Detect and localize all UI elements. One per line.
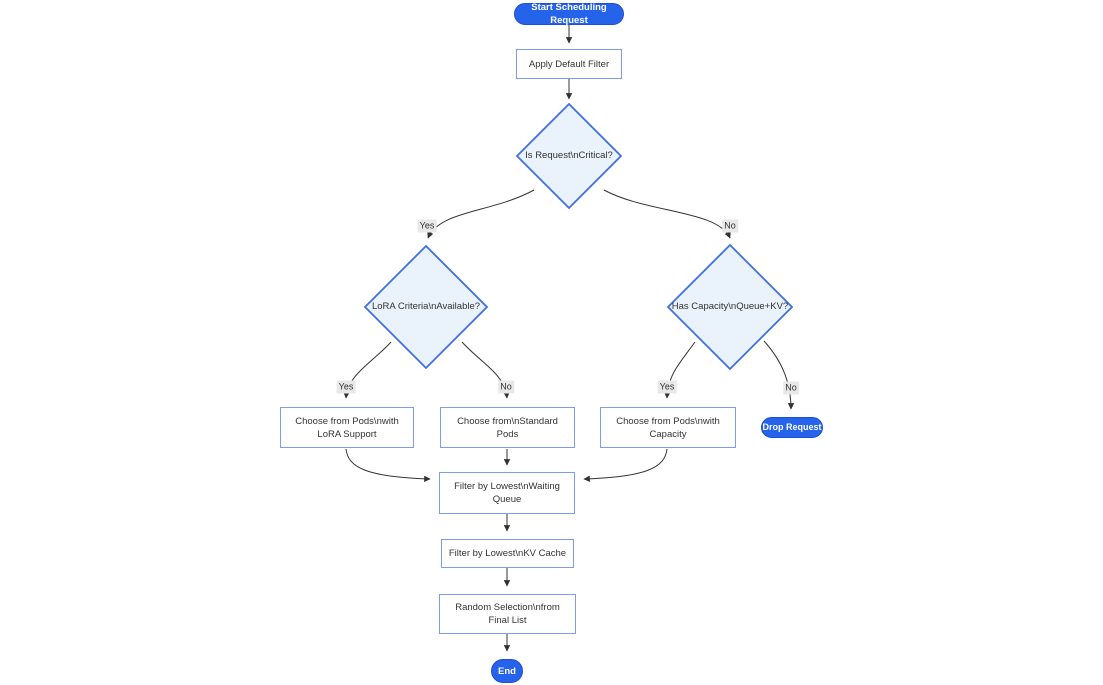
node-choose-standard-pods-line1: Choose from\nStandard	[457, 415, 558, 427]
edge-is-critical-yes	[427, 189, 535, 239]
node-start: Start Scheduling Request	[514, 2, 624, 26]
node-drop-request-label: Drop Request	[762, 422, 822, 432]
node-filter-waiting-queue-line2: Queue	[492, 494, 522, 505]
node-drop-request: Drop Request	[761, 417, 823, 438]
edge-label-lora-no: No	[498, 380, 514, 394]
edge-choose-lora-to-filter-queue	[345, 448, 431, 483]
edge-label-critical-yes: Yes	[417, 219, 437, 233]
node-filter-kv-cache-label: Filter by Lowest\nKV Cache	[448, 548, 567, 559]
node-choose-standard-pods: Choose from\nStandard Pods	[440, 407, 575, 448]
node-end-label: End	[498, 665, 516, 677]
edge-capacity-no	[763, 340, 795, 410]
node-random-selection: Random Selection\nfrom Final List	[439, 594, 576, 634]
edge-label-critical-no: No	[722, 219, 738, 233]
node-apply-default-filter-label: Apply Default Filter	[528, 58, 610, 70]
node-choose-lora-pods: Choose from Pods\nwith LoRA Support	[280, 407, 414, 448]
node-has-capacity-label: Has Capacity\nQueue+KV?	[671, 301, 789, 312]
node-start-label: Start Scheduling Request	[531, 2, 607, 26]
edge-label-lora-yes: Yes	[336, 380, 356, 394]
node-choose-lora-pods-line1: Choose from Pods\nwith	[295, 415, 399, 427]
edge-is-critical-no	[603, 189, 731, 239]
node-choose-capacity-pods-line1: Choose from Pods\nwith	[616, 415, 720, 427]
edge-choose-capacity-to-filter-queue	[583, 448, 668, 483]
node-apply-default-filter: Apply Default Filter	[516, 49, 622, 79]
node-is-critical-label: Is Request\nCritical?	[525, 150, 613, 161]
node-end: End	[491, 659, 523, 683]
edge-label-capacity-yes: Yes	[657, 380, 677, 394]
decision-has-capacity-shape	[666, 243, 794, 371]
node-choose-capacity-pods-line2: Capacity	[649, 428, 687, 440]
node-choose-capacity-pods: Choose from Pods\nwith Capacity	[600, 407, 736, 448]
node-random-selection-line1: Random Selection\nfrom	[455, 602, 560, 613]
decision-is-critical-shape	[515, 102, 623, 210]
decision-lora-available-shape	[363, 244, 489, 370]
node-random-selection-line2: Final List	[488, 615, 527, 626]
node-choose-standard-pods-line2: Pods	[496, 428, 519, 440]
node-lora-available-label: LoRA Criteria\nAvailable?	[371, 301, 481, 312]
edge-label-capacity-no: No	[783, 381, 799, 395]
node-choose-lora-pods-line2: LoRA Support	[317, 428, 377, 440]
node-filter-waiting-queue-line1: Filter by Lowest\nWaiting	[454, 481, 560, 492]
node-filter-kv-cache: Filter by Lowest\nKV Cache	[441, 539, 574, 568]
node-filter-waiting-queue: Filter by Lowest\nWaiting Queue	[439, 472, 575, 514]
